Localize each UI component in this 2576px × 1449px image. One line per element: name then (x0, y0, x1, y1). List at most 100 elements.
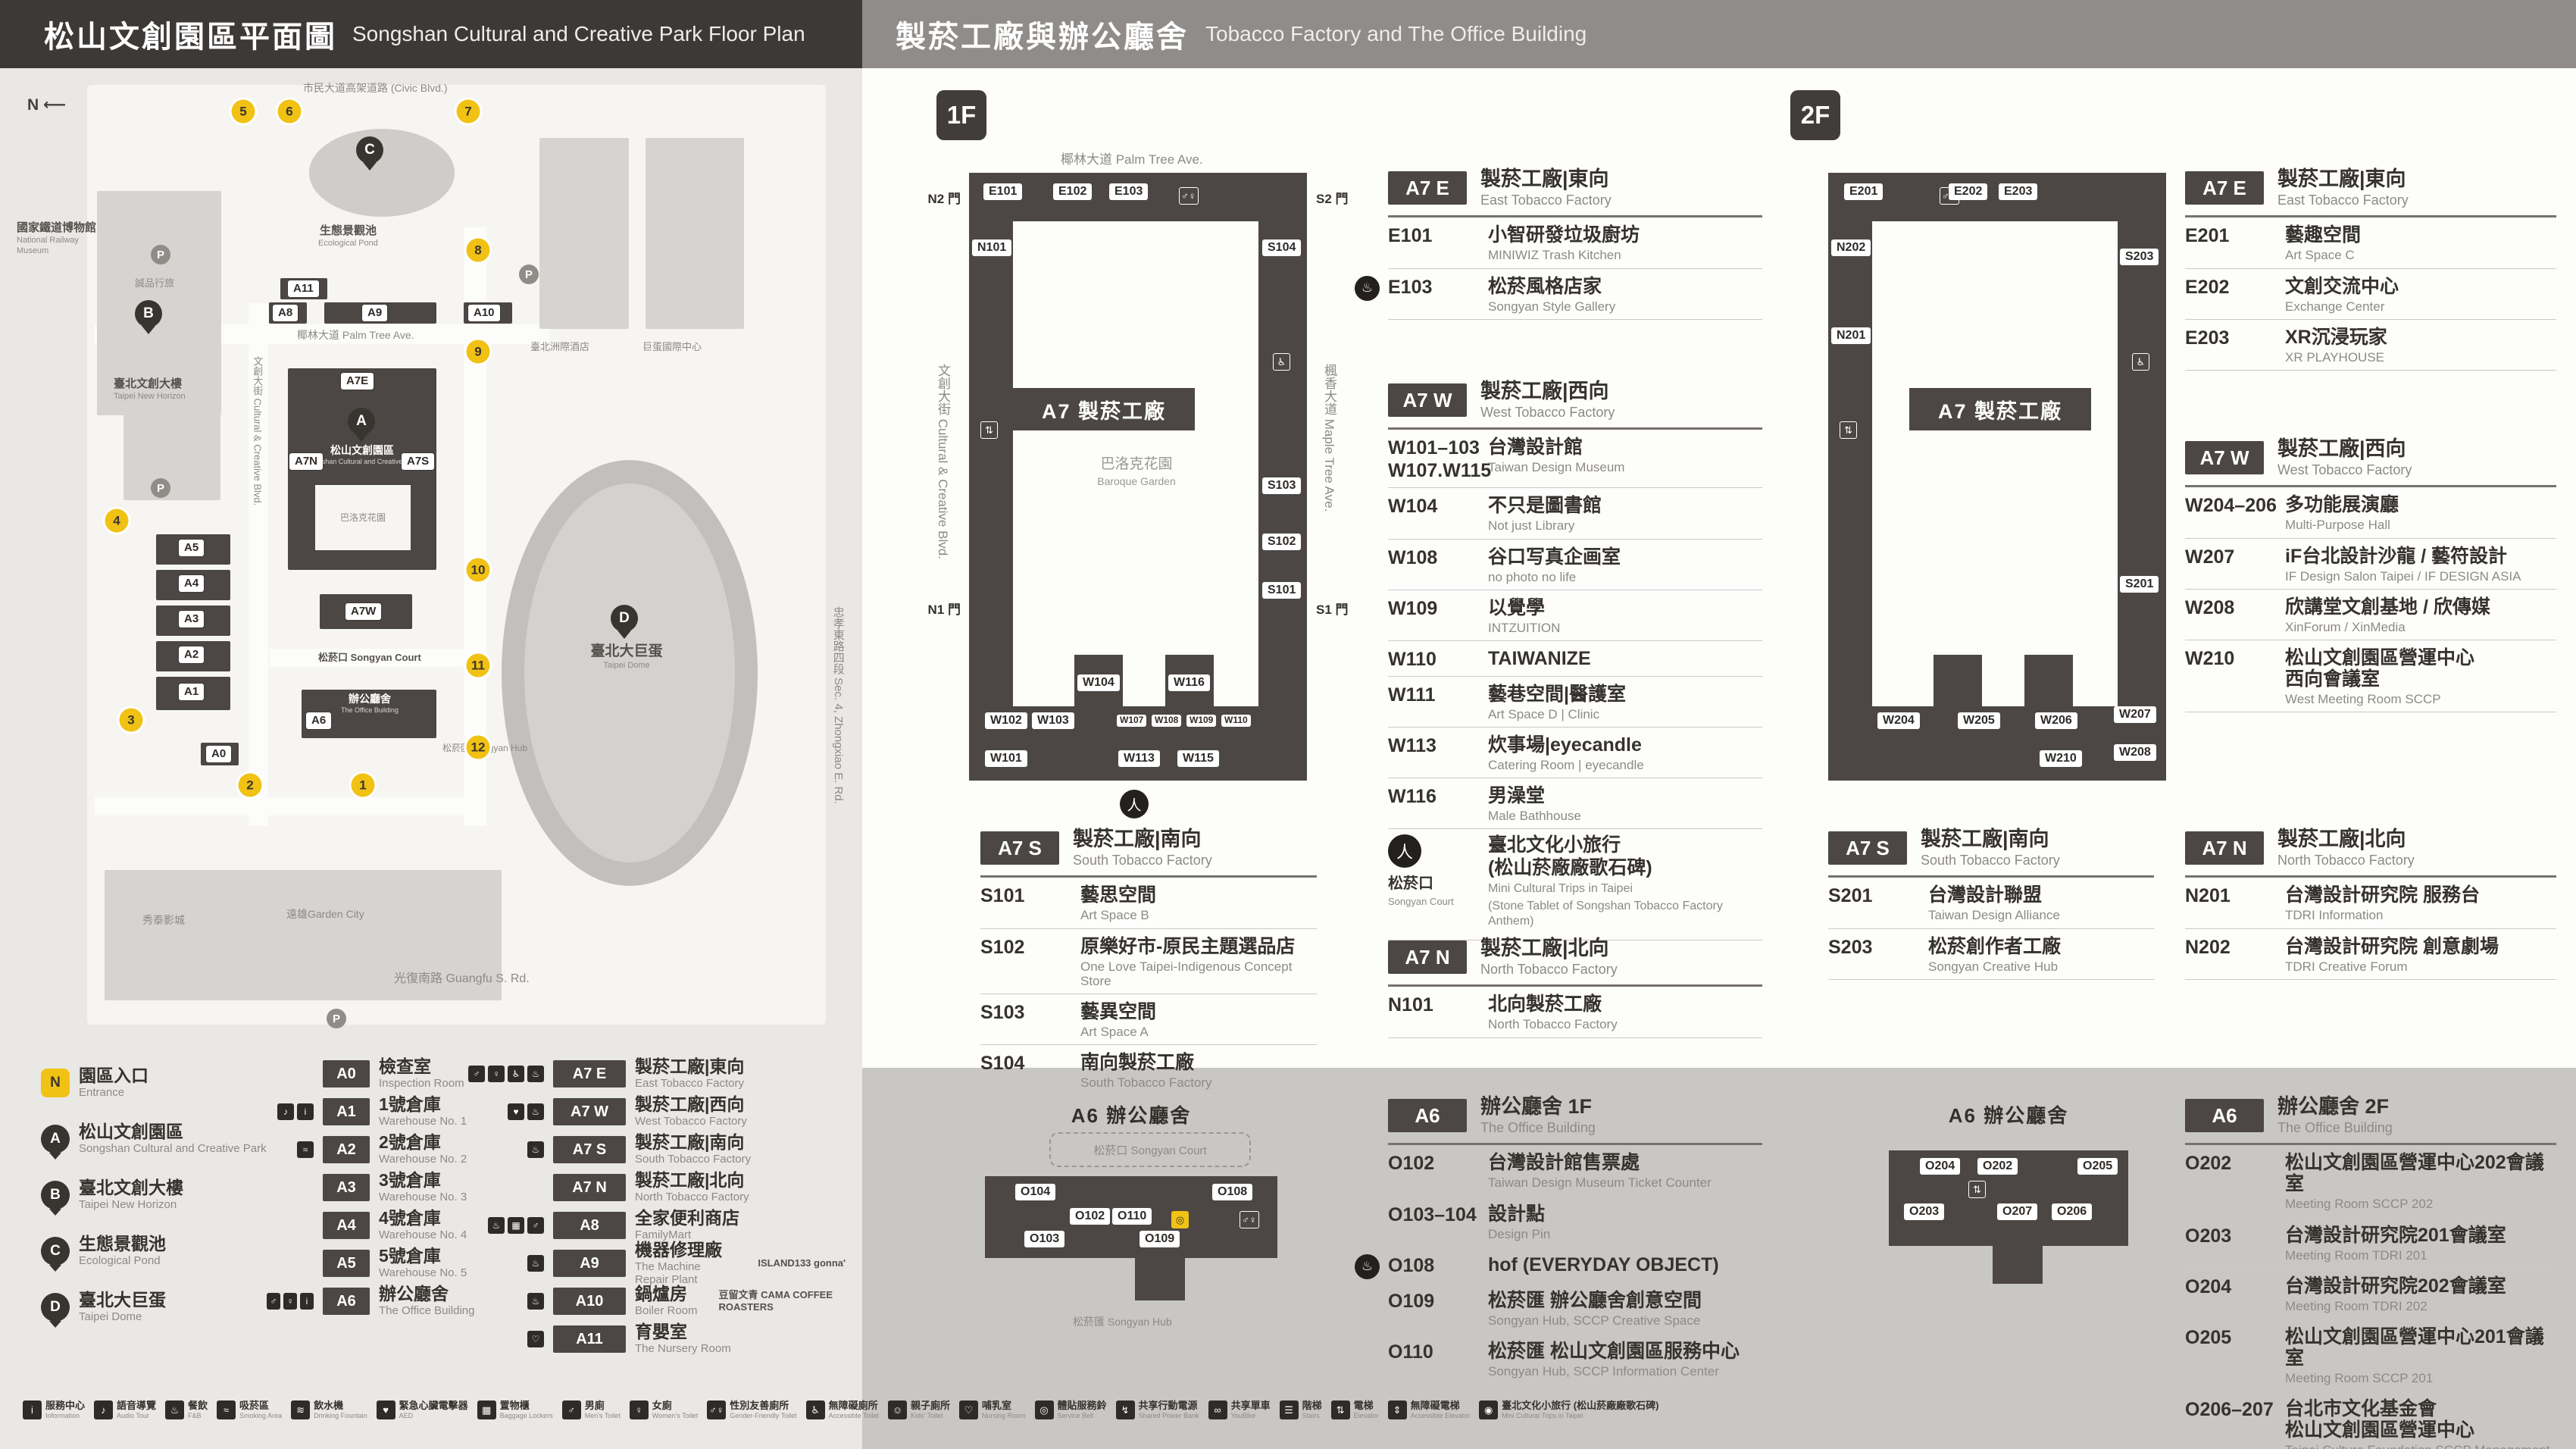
room-row[interactable]: S203 松菸創作者工廠 Songyan Creative Hub (1828, 929, 2154, 980)
plan-room-label[interactable]: N202 (1831, 239, 1871, 257)
legend-building-row[interactable]: A3 3號倉庫 Warehouse No. 3 (267, 1169, 509, 1206)
entrance-marker[interactable]: 5 (231, 99, 255, 124)
plan-room-label[interactable]: N101 (972, 239, 1012, 257)
entrance-marker[interactable]: 10 (466, 558, 490, 582)
room-row[interactable]: N201 台灣設計研究院 服務台 TDRI Information (2185, 878, 2556, 929)
room-row[interactable]: W104 不只是圖書館 Not just Library (1388, 488, 1762, 540)
plan-room-label[interactable]: O108 (1212, 1184, 1253, 1201)
room-row[interactable]: O202 松山文創園區營運中心202會議室 Meeting Room SCCP … (2185, 1145, 2556, 1218)
entrance-marker[interactable]: 12 (466, 735, 490, 759)
room-row[interactable]: O204 台灣設計研究院202會議室 Meeting Room TDRI 202 (2185, 1269, 2556, 1319)
entrance-marker[interactable]: 1 (351, 773, 375, 797)
plan-room-label[interactable]: O205 (2077, 1158, 2118, 1175)
legend-place-row[interactable]: C 生態景觀池 Ecological Pond (41, 1223, 299, 1279)
plan-room-label[interactable]: O203 (1904, 1203, 1945, 1221)
plan-room-label[interactable]: O110 (1112, 1208, 1152, 1225)
legend-factory-row[interactable]: ♥♨ A7 W 製菸工廠|西向 West Tobacco Factory (464, 1093, 858, 1131)
room-row[interactable]: S102 原樂好市-原民主題選品店 One Love Taipei-Indige… (980, 929, 1317, 994)
plan-room-label[interactable]: S201 (2120, 576, 2159, 593)
legend-building-row[interactable]: A4 4號倉庫 Warehouse No. 4 (267, 1206, 509, 1244)
plan-room-label[interactable]: W104 (1077, 674, 1120, 692)
entrance-marker[interactable]: 11 (466, 653, 490, 678)
legend-factory-row[interactable]: ♂♀♿♨ A7 E 製菸工廠|東向 East Tobacco Factory (464, 1055, 858, 1093)
pin-d-dome[interactable]: D (611, 605, 638, 632)
legend-factory-row[interactable]: A7 N 製菸工廠|北向 North Tobacco Factory (464, 1169, 858, 1206)
entrance-marker[interactable]: 3 (119, 708, 143, 732)
plan-room-label[interactable]: W206 (2035, 712, 2077, 730)
room-row[interactable]: O110 松菸匯 松山文創園區服務中心 Songyan Hub, SCCP In… (1388, 1334, 1762, 1385)
room-row[interactable]: O109 松菸匯 辦公廳舍創意空間 Songyan Hub, SCCP Crea… (1388, 1283, 1762, 1335)
plan-room-label[interactable]: W205 (1958, 712, 2000, 730)
gate-n1[interactable]: N1 門 (927, 602, 961, 617)
plan-room-label[interactable]: W115 (1177, 750, 1219, 768)
map-chip-a0[interactable]: A0 (206, 746, 232, 762)
entrance-marker[interactable]: 8 (466, 238, 490, 262)
plan-room-label[interactable]: O207 (1997, 1203, 2038, 1221)
gate-s1[interactable]: S1 門 (1316, 602, 1349, 617)
room-row[interactable]: W207 iF台北設計沙龍 / 藝符設計 IF Design Salon Tai… (2185, 539, 2556, 590)
legend-building-row[interactable]: A5 5號倉庫 Warehouse No. 5 (267, 1244, 509, 1282)
gate-n2[interactable]: N2 門 (927, 192, 961, 206)
plan-room-label[interactable]: S102 (1262, 534, 1302, 551)
room-row[interactable]: O103–104 設計點 Design Pin (1388, 1197, 1762, 1247)
legend-place-row[interactable]: D 臺北大巨蛋 Taipei Dome (41, 1279, 299, 1335)
room-row[interactable]: S104 南向製菸工廠 South Tobacco Factory (980, 1045, 1317, 1096)
plan-room-label[interactable]: S103 (1262, 477, 1302, 495)
legend-building-row[interactable]: A0 檢查室 Inspection Room (267, 1055, 509, 1093)
floor-2f-badge[interactable]: 2F (1790, 90, 1840, 140)
legend-factory-row[interactable]: ♨▦♂ A8 全家便利商店 FamilyMart (464, 1206, 858, 1244)
plan-room-label[interactable]: O204 (1920, 1158, 1961, 1175)
legend-building-row[interactable]: ♪i A1 1號倉庫 Warehouse No. 1 (267, 1093, 509, 1131)
room-row[interactable]: W110 TAIWANIZE (1388, 641, 1762, 678)
room-row[interactable]: ♨ O108 hof (EVERYDAY OBJECT) (1355, 1247, 1762, 1284)
floor-1f-badge[interactable]: 1F (936, 90, 986, 140)
entrance-marker[interactable]: 6 (277, 99, 302, 124)
plan-room-label[interactable]: W208 (2114, 744, 2156, 762)
entrance-marker[interactable]: 4 (105, 509, 129, 533)
room-row[interactable]: W204–206 多功能展演廳 Multi-Purpose Hall (2185, 487, 2556, 539)
map-chip-a4[interactable]: A4 (179, 575, 205, 592)
entrance-marker[interactable]: 7 (456, 99, 480, 124)
plan-room-label[interactable]: W110 (1221, 715, 1251, 727)
map-chip-a10[interactable]: A10 (468, 305, 500, 321)
plan-room-label[interactable]: E102 (1053, 183, 1093, 201)
plan-room-label[interactable]: O102 (1070, 1208, 1111, 1225)
plan-room-label[interactable]: O202 (1977, 1158, 2018, 1175)
room-row[interactable]: S101 藝思空間 Art Space B (980, 878, 1317, 929)
plan-room-label[interactable]: W101 (985, 750, 1027, 768)
room-row[interactable]: O102 台灣設計館售票處 Taiwan Design Museum Ticke… (1388, 1145, 1762, 1197)
pin-a-park[interactable]: A (348, 408, 375, 435)
plan-room-label[interactable]: W204 (1877, 712, 1920, 730)
room-row[interactable]: E203 XR沉浸玩家 XR PLAYHOUSE (2185, 320, 2556, 371)
room-row[interactable]: N202 台灣設計研究院 創意劇場 TDRI Creative Forum (2185, 929, 2556, 980)
entrance-marker[interactable]: 2 (238, 773, 262, 797)
legend-place-row[interactable]: B 臺北文創大樓 Taipei New Horizon (41, 1167, 299, 1223)
plan-room-label[interactable]: E202 (1949, 183, 1988, 201)
map-chip-a7n[interactable]: A7N (289, 453, 324, 470)
room-row[interactable]: O203 台灣設計研究院201會議室 Meeting Room TDRI 201 (2185, 1218, 2556, 1269)
pin-b-new-horizon[interactable]: B (135, 300, 162, 327)
plan-room-label[interactable]: W108 (1152, 715, 1182, 727)
map-chip-a8[interactable]: A8 (273, 305, 299, 321)
entrance-marker[interactable]: 9 (466, 340, 490, 364)
plan-room-label[interactable]: W109 (1186, 715, 1217, 727)
legend-place-row[interactable]: A 松山文創園區 Songshan Cultural and Creative … (41, 1111, 299, 1167)
plan-room-label[interactable]: S203 (2120, 249, 2159, 266)
plan-room-label[interactable]: W207 (2114, 706, 2156, 724)
room-row[interactable]: W109 以覺學 INTZUITION (1388, 590, 1762, 641)
plan-room-label[interactable]: E103 (1109, 183, 1149, 201)
map-chip-a7e[interactable]: A7E (341, 373, 374, 390)
plan-room-label[interactable]: E201 (1844, 183, 1884, 201)
map-chip-a7w[interactable]: A7W (345, 603, 382, 620)
legend-building-row[interactable]: ♂♀i A6 辦公廳舍 The Office Building (267, 1282, 509, 1320)
room-row[interactable]: S201 台灣設計聯盟 Taiwan Design Alliance (1828, 878, 2154, 929)
legend-place-row[interactable]: N 園區入口 Entrance (41, 1055, 299, 1111)
room-row[interactable]: ♨ E103 松菸風格店家 Songyan Style Gallery (1355, 269, 1762, 320)
map-chip-a9[interactable]: A9 (362, 305, 388, 321)
map-chip-a1[interactable]: A1 (179, 684, 205, 700)
room-row[interactable]: N101 北向製菸工廠 North Tobacco Factory (1388, 987, 1762, 1038)
legend-factory-row[interactable]: ♨ A10 鍋爐房 Boiler Room 豆留文青 CAMA COFFEE R… (464, 1282, 858, 1320)
room-row[interactable]: W113 炊事場|eyecandle Catering Room | eyeca… (1388, 728, 1762, 779)
legend-factory-row[interactable]: ♨ A9 機器修理廠 The Machine Repair Plant ISLA… (464, 1240, 858, 1285)
